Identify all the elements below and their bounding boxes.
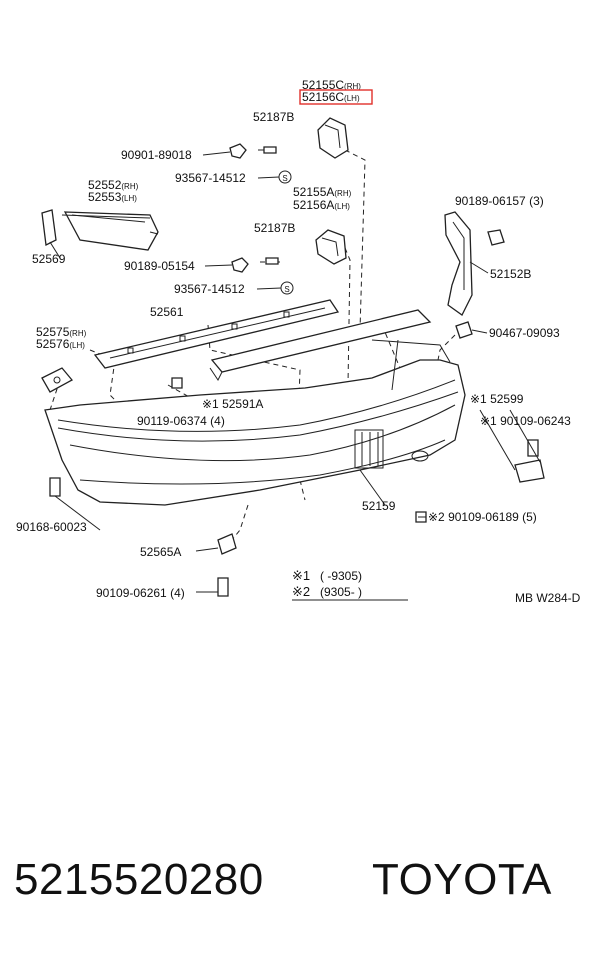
screw-90119 bbox=[171, 377, 183, 389]
leader-lines bbox=[49, 151, 489, 593]
label-90109-06189: ※2 90109-06189 (5) bbox=[428, 510, 537, 524]
highlight-box bbox=[299, 89, 373, 105]
label-52599: ※1 52599 bbox=[470, 392, 524, 406]
label-52553: 52553(LH) bbox=[88, 190, 137, 204]
label-52575: 52575(RH) bbox=[36, 325, 87, 339]
note-2-range: (9305- ) bbox=[320, 585, 362, 599]
label-52576: 52576(LH) bbox=[36, 337, 85, 351]
clip-90901 bbox=[229, 143, 247, 159]
label-52565A: 52565A bbox=[140, 545, 181, 559]
side-bracket-52152B bbox=[444, 211, 473, 316]
nut-90189-06157 bbox=[487, 229, 505, 246]
bumper-cover-52159 bbox=[44, 339, 466, 506]
screw-52187B-a bbox=[258, 146, 277, 154]
label-52187B-b: 52187B bbox=[254, 221, 295, 235]
screw-90168 bbox=[49, 477, 61, 497]
label-90189-05154: 90189-05154 bbox=[124, 259, 195, 273]
label-90119-06374: 90119-06374 (4) bbox=[137, 414, 225, 428]
absorber-52591A bbox=[209, 309, 432, 381]
label-90189-06157: 90189-06157 (3) bbox=[455, 194, 544, 208]
clip-symbol-a: S bbox=[278, 170, 292, 184]
diagram-code: MB W284-D bbox=[515, 591, 581, 605]
label-90109-06243: ※1 90109-06243 bbox=[480, 414, 571, 428]
clip-symbol-b: S bbox=[280, 281, 294, 295]
footer: 5215520280 TOYOTA bbox=[0, 855, 600, 925]
reinforcement-52561 bbox=[93, 299, 340, 369]
pad-52569 bbox=[41, 209, 57, 246]
label-93567-14512-a: 93567-14512 bbox=[175, 171, 246, 185]
screw-52187B-b bbox=[265, 257, 279, 265]
label-52155C: 52155C(RH) bbox=[302, 78, 361, 92]
extension-pad-52552 bbox=[61, 211, 159, 251]
part-labels: 52155C(RH) 52156C(LH) 52187B 90901-89018… bbox=[16, 78, 571, 600]
retainer-52575 bbox=[41, 367, 74, 393]
label-90467-09093: 90467-09093 bbox=[489, 326, 560, 340]
label-52187B-a: 52187B bbox=[253, 110, 294, 124]
label-52155A: 52155A(RH) bbox=[293, 185, 352, 199]
note-1-range: ( -9305) bbox=[320, 569, 362, 583]
label-52552: 52552(RH) bbox=[88, 178, 139, 192]
label-52591A: ※1 52591A bbox=[202, 397, 263, 411]
label-90109-06261: 90109-06261 (4) bbox=[96, 586, 185, 600]
bracket-52155A bbox=[315, 229, 347, 265]
label-52569: 52569 bbox=[32, 252, 66, 266]
bracket-52599 bbox=[479, 409, 545, 483]
footer-part-number: 5215520280 bbox=[14, 855, 264, 904]
footer-brand: TOYOTA bbox=[372, 855, 552, 904]
bracket-52155C bbox=[317, 117, 349, 159]
label-52156C: 52156C(LH) bbox=[302, 90, 360, 104]
screw-90109-06261 bbox=[217, 577, 229, 597]
clip-90189-05154 bbox=[231, 257, 249, 273]
label-52152B: 52152B bbox=[490, 267, 531, 281]
note-2-mark: ※2 bbox=[292, 584, 310, 599]
model-year-notes: ※1 ( -9305) ※2 (9305- ) bbox=[292, 568, 408, 601]
bolt-90109-06243 bbox=[527, 439, 539, 457]
label-52156A: 52156A(LH) bbox=[293, 198, 350, 212]
clip-90467 bbox=[455, 321, 473, 339]
parts-diagram: S S 52155C(RH) 52156C(LH) 52187B 90901-8… bbox=[16, 78, 581, 605]
label-52159: 52159 bbox=[362, 499, 396, 513]
label-52561: 52561 bbox=[150, 305, 184, 319]
clip-52565A bbox=[217, 533, 237, 555]
svg-text:S: S bbox=[282, 174, 287, 183]
label-93567-14512-b: 93567-14512 bbox=[174, 282, 245, 296]
svg-text:S: S bbox=[284, 285, 289, 294]
note-1-mark: ※1 bbox=[292, 568, 310, 583]
label-90168-60023: 90168-60023 bbox=[16, 520, 87, 534]
label-90901-89018: 90901-89018 bbox=[121, 148, 192, 162]
